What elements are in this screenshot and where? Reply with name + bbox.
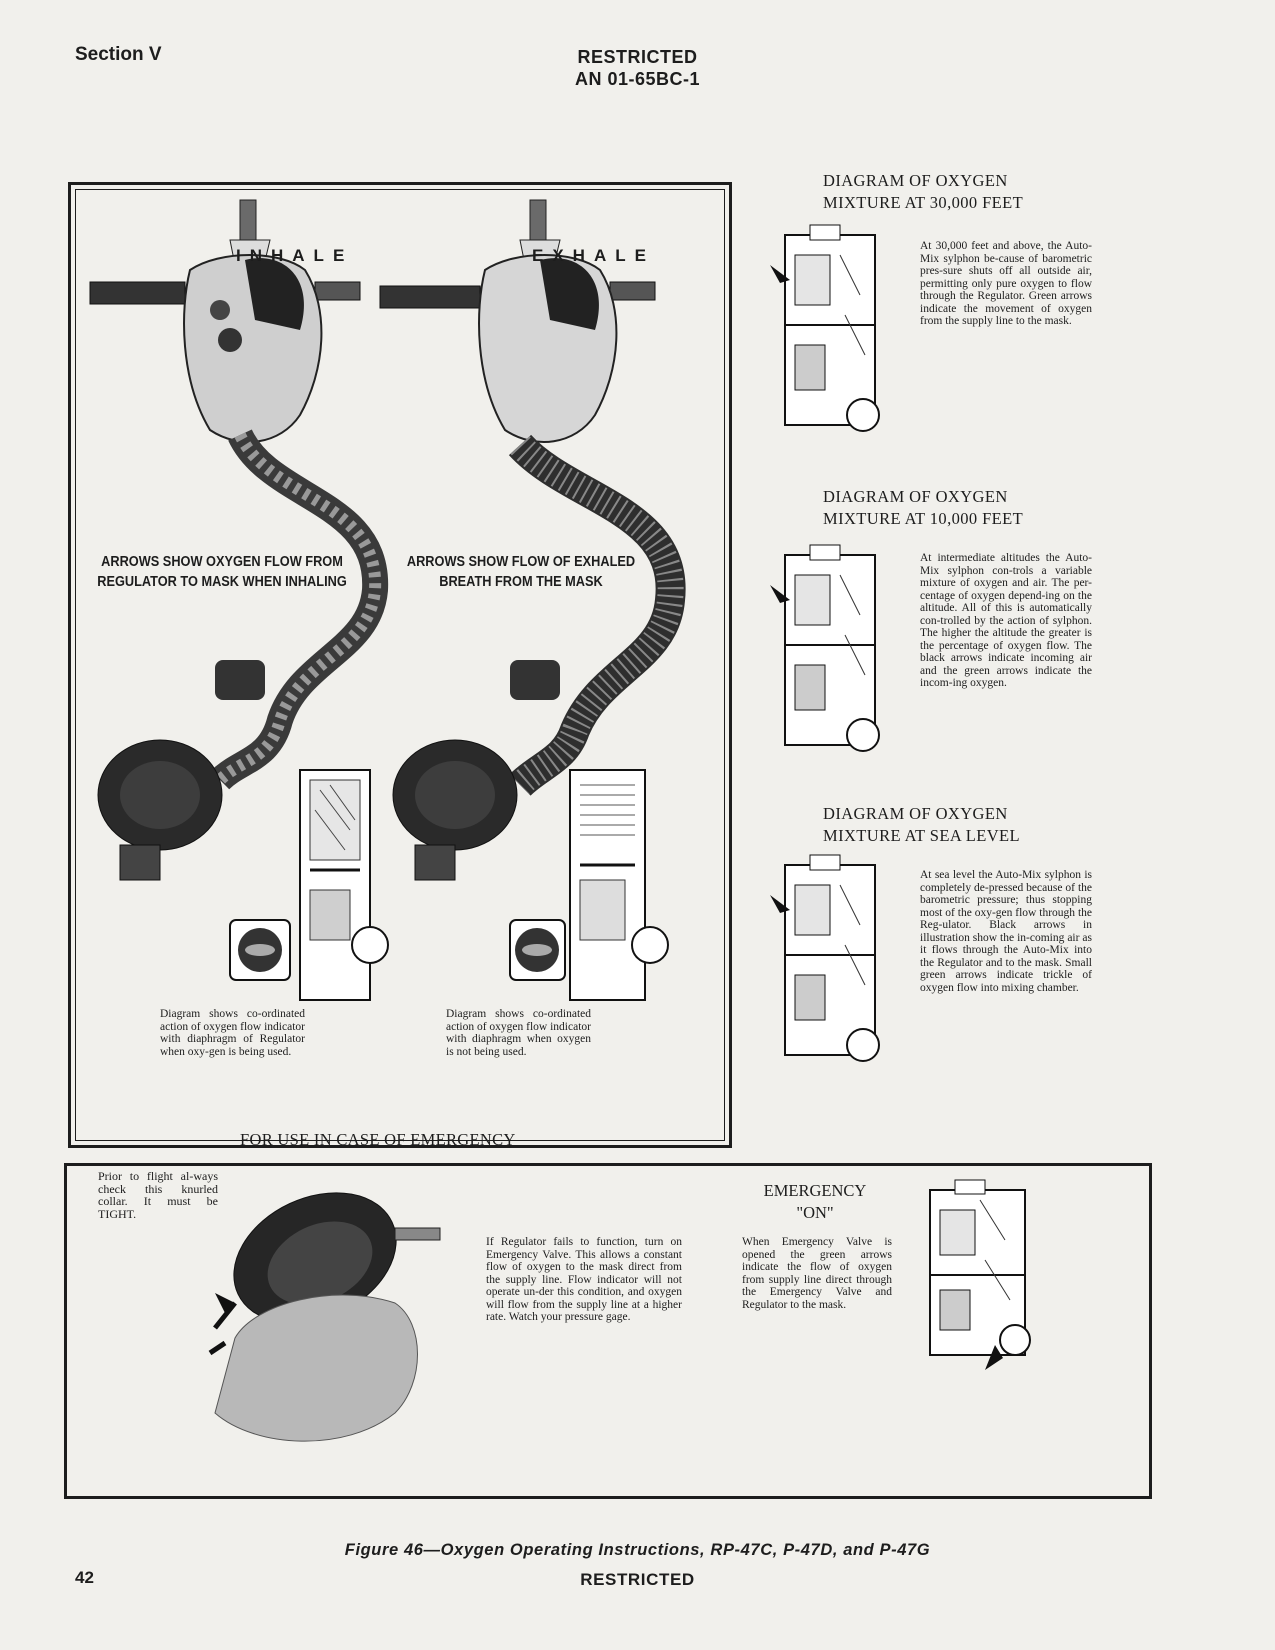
- regulator-schematic-30000: [770, 224, 880, 432]
- footer-classification: RESTRICTED: [580, 1570, 695, 1589]
- diagram-30000-title-line2: MIXTURE AT 30,000 FEET: [823, 193, 1024, 212]
- hand-on-regulator-illustration: [208, 1192, 441, 1442]
- diagram-10000-title-line2: MIXTURE AT 10,000 FEET: [823, 509, 1024, 528]
- figure-caption: Figure 46—Oxygen Operating Instructions,…: [344, 1541, 931, 1559]
- emergency-title: FOR USE IN CASE OF EMERGENCY: [240, 1130, 516, 1149]
- regulator-schematic-sealevel: [770, 854, 880, 1062]
- exhale-caption-line1: ARROWS SHOW FLOW OF EXHALED: [406, 554, 636, 570]
- diagram-30000-title-line1: DIAGRAM OF OXYGEN: [823, 171, 1008, 190]
- exhale-regulator-cutaway: [509, 769, 669, 1001]
- collar-note: Prior to flight al-ways check this knurl…: [98, 1169, 218, 1221]
- emergency-valve-text: If Regulator fails to function, turn on …: [486, 1236, 682, 1323]
- inhale-regulator-cutaway: [229, 769, 389, 1001]
- page-number: 42: [75, 1568, 94, 1587]
- exhale-caption: ARROWS SHOW FLOW OF EXHALED BREATH FROM …: [393, 552, 648, 592]
- diagram-sealevel-title-line2: MIXTURE AT SEA LEVEL: [823, 826, 1020, 845]
- diagram-30000-text: At 30,000 feet and above, the Auto-Mix s…: [920, 240, 1092, 327]
- inhale-caption: ARROWS SHOW OXYGEN FLOW FROM REGULATOR T…: [90, 552, 354, 592]
- exhale-note: Diagram shows co-ordinated action of oxy…: [446, 1008, 591, 1058]
- inhale-label: INHALE: [236, 246, 354, 265]
- inhale-note: Diagram shows co-ordinated action of oxy…: [160, 1008, 305, 1058]
- emergency-on-title: EMERGENCY "ON": [735, 1180, 895, 1224]
- diagram-10000-title: DIAGRAM OF OXYGEN MIXTURE AT 10,000 FEET: [823, 486, 1023, 530]
- emergency-on-title-line2: "ON": [796, 1203, 834, 1222]
- exhale-caption-line2: BREATH FROM THE MASK: [439, 574, 603, 590]
- diagram-10000-title-line1: DIAGRAM OF OXYGEN: [823, 487, 1008, 506]
- mask-illustration-panel: [68, 182, 732, 1148]
- exhale-mask-illustration: [379, 199, 686, 881]
- inhale-mask-illustration: [89, 199, 389, 881]
- diagram-10000-text: At intermediate altitudes the Auto-Mix s…: [920, 552, 1092, 689]
- emergency-on-text: When Emergency Valve is opened the green…: [742, 1236, 892, 1311]
- emergency-panel: [64, 1163, 1152, 1499]
- inhale-caption-line1: ARROWS SHOW OXYGEN FLOW FROM: [101, 554, 343, 570]
- exhale-label: EXHALE: [532, 246, 655, 265]
- diagram-30000-title: DIAGRAM OF OXYGEN MIXTURE AT 30,000 FEET: [823, 170, 1023, 214]
- section-label: Section V: [75, 44, 162, 65]
- diagram-sealevel-title: DIAGRAM OF OXYGEN MIXTURE AT SEA LEVEL: [823, 803, 1020, 847]
- page-header: RESTRICTED AN 01-65BC-1: [0, 46, 1275, 90]
- diagram-sealevel-text: At sea level the Auto-Mix sylphon is com…: [920, 869, 1092, 994]
- diagram-sealevel-title-line1: DIAGRAM OF OXYGEN: [823, 804, 1008, 823]
- regulator-schematic-10000: [770, 544, 880, 752]
- inhale-caption-line2: REGULATOR TO MASK WHEN INHALING: [97, 574, 347, 590]
- panel-inner-border: [75, 189, 725, 1141]
- emergency-regulator-schematic: [929, 1179, 1031, 1370]
- emergency-on-title-line1: EMERGENCY: [763, 1181, 867, 1200]
- header-classification: RESTRICTED: [577, 47, 698, 67]
- header-doc-number: AN 01-65BC-1: [574, 69, 701, 89]
